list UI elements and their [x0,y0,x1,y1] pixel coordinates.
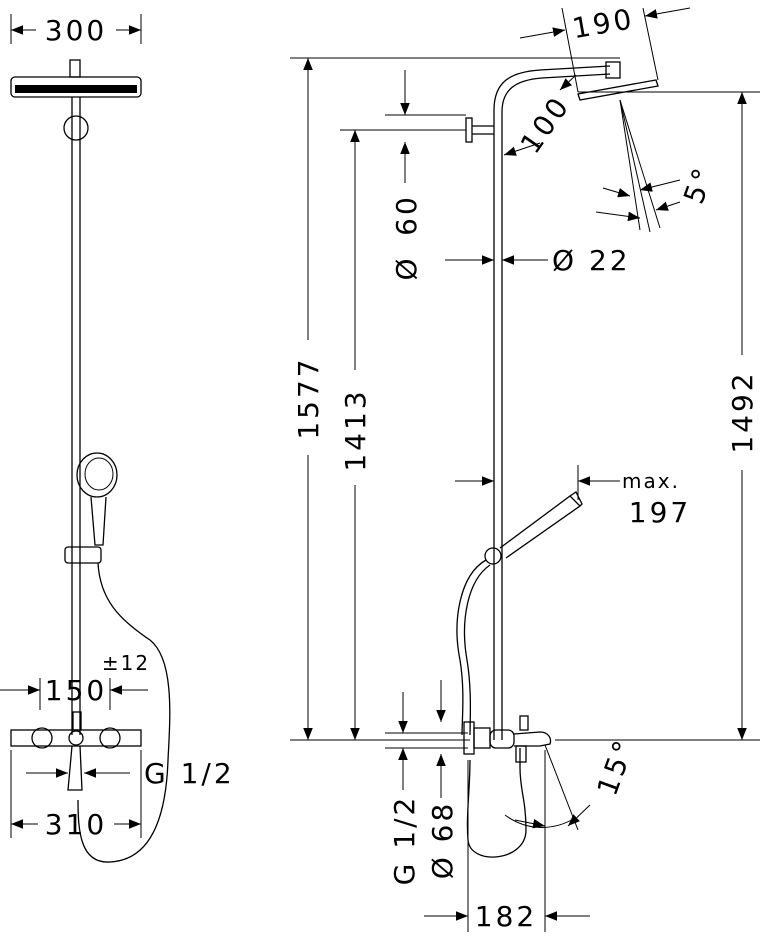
dim-holder-diameter-symbol: Ø [390,255,423,280]
hose-bath-loop [466,748,527,858]
dim-arrow-5-right [639,179,681,192]
dim-arrow-5b-right [655,201,681,211]
ext-190-left [561,7,579,93]
dim-spray-angle: 5° [677,161,721,208]
dim-holder-height: 1413 [339,388,372,471]
shower-arm-inner [501,73,611,740]
spray-line-2 [619,99,661,229]
spray-line-1 [619,99,641,231]
front-view: 300 150 ±12 G 1/2 [0,14,235,863]
bath-spout-side [513,731,552,747]
dim-width-top: 300 [45,14,107,47]
slide-bar-holder [64,546,102,564]
dim-hand-shower-reach: 197 [629,496,691,529]
dim-spout-angle: 15° [591,734,642,800]
wall-connection-side [463,721,475,755]
dim-rod-diameter: Ø 22 [552,244,631,277]
dim-inlet-thread: G 1/2 [388,795,421,886]
dim-arrow-15-left [514,818,546,829]
dim-holder-size: 60 [390,194,423,236]
dim-total-height: 1577 [292,356,325,439]
mixer-knob-side [489,729,515,749]
overhead-shower-face [15,85,137,93]
wall-plate [465,117,473,143]
flow-knob [99,727,121,749]
hose-connector-side [515,745,527,763]
dim-arrow-100 [559,74,577,91]
dim-connection-thread: G 1/2 [144,757,235,790]
hand-shower-face [84,457,114,491]
hose-side-inner [463,564,491,736]
dim-hand-shower-label: max. [622,469,680,493]
overhead-shower-side [577,79,659,101]
spray-line-3 [619,99,651,233]
slide-holder-side [484,547,502,565]
dim-mixer-width: 310 [45,808,107,841]
dim-head-height: 1492 [726,370,759,453]
dim-arrow-190-left [519,27,566,39]
hose-side-outer [456,559,487,736]
hand-shower-grip [90,496,107,546]
dim-arrow-190-right [644,7,691,19]
dim-arrow-100-lower [503,142,541,156]
spout-angle-arc [504,814,576,828]
shower-arm-joint [605,61,621,79]
ext-190-right [642,7,659,81]
shower-arm-outer [493,65,611,740]
bath-spout-front [67,745,83,791]
riser-connector [72,711,82,731]
thermostat-body [10,729,142,747]
dim-arrow-5-left [602,187,631,198]
spout-angle-line [544,744,579,831]
side-view: 190 100 5° 60 Ø Ø 22 [290,2,760,933]
hand-shower-side [499,495,582,559]
dim-inlet-diameter: Ø 68 [426,801,459,880]
dim-arrow-15-right [567,804,591,827]
shower-hose-front [77,562,171,863]
hand-shower-head [76,452,118,498]
mixer-body-side [473,727,491,749]
dim-head-diameter: 190 [570,2,637,45]
hand-shower-tip [569,491,583,507]
dim-mixer-centers: 150 [45,674,107,707]
dim-arrow-5b-left [595,211,641,222]
shower-connector [69,59,81,78]
diverter-side [519,715,529,731]
outlet-center [68,730,84,746]
wall-bracket [63,115,89,141]
temperature-knob [31,727,53,749]
dim-spout-projection: 182 [475,900,537,933]
dim-mixer-tolerance: ±12 [102,651,150,675]
